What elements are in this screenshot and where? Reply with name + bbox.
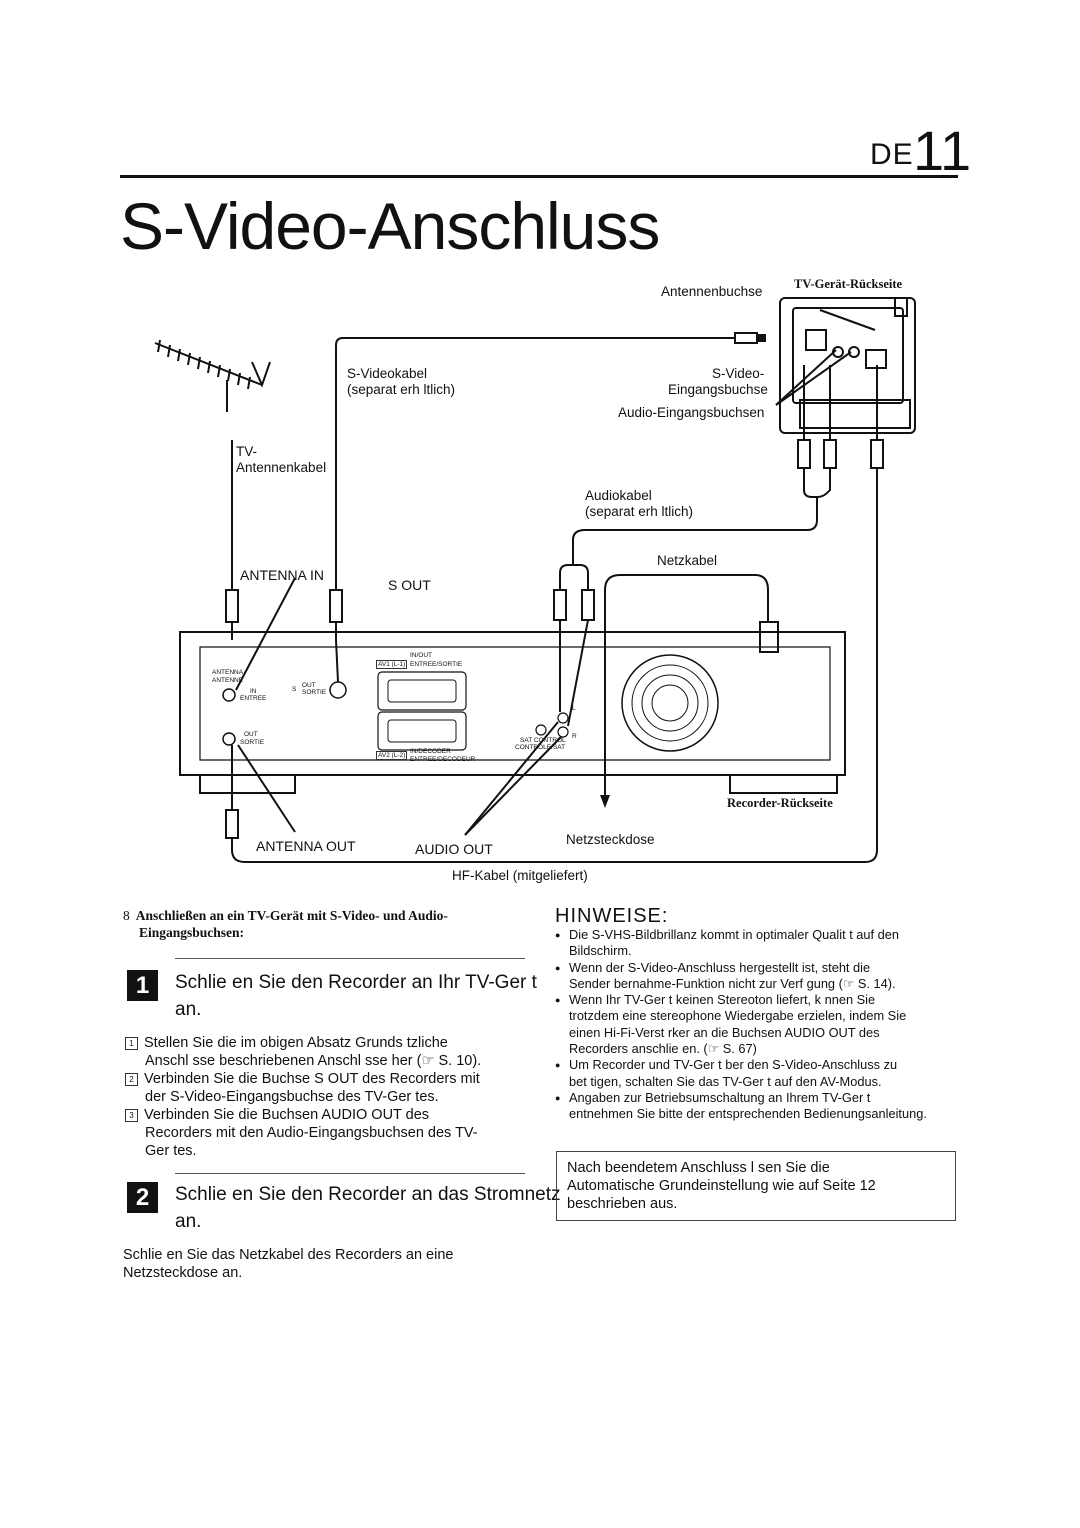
note-item: Die S-VHS-Bildbrillanz kommt in optimale… xyxy=(555,927,965,960)
step2-rule xyxy=(175,1173,525,1174)
note-1-line2: Bildschirm. xyxy=(569,943,632,959)
note-4-line1: Um Recorder und TV-Ger t ber den S-Video… xyxy=(569,1057,898,1073)
step1-rule xyxy=(175,958,525,959)
note-item: Angaben zur Betriebsumschaltung an Ihrem… xyxy=(555,1090,965,1123)
section-number: 8 xyxy=(123,908,130,923)
panel-entree-sortie: ENTREE/SORTIE xyxy=(410,661,463,668)
panel-s-out: OUT xyxy=(302,682,316,689)
label-netzkabel: Netzkabel xyxy=(657,553,718,568)
section-heading: 8 Anschließen an ein TV-Gerät mit S-Video… xyxy=(123,907,533,941)
antenna-icon xyxy=(154,339,271,412)
note-3-line3: einen Hi-Fi-Verst rker an die Buchsen AU… xyxy=(569,1024,880,1040)
note-3-line4: Recorders anschlie en. (☞ S. 67) xyxy=(569,1041,757,1057)
panel-out: OUT xyxy=(244,731,258,738)
info-box-line1: Nach beendetem Anschluss l sen Sie die xyxy=(567,1160,830,1176)
label-audiokabel: Audiokabel xyxy=(585,488,652,503)
step2-title-line1: Schlie en Sie den Recorder an das Stromn… xyxy=(175,1184,561,1205)
panel-controle-sat: CONTROLE/SAT xyxy=(515,744,566,751)
label-antennenbuchse: Antennenbuchse xyxy=(661,284,763,299)
step1-item-2-line1: Verbinden Sie die Buchse S OUT des Recor… xyxy=(144,1071,480,1087)
label-antenna-out: ANTENNA OUT xyxy=(256,838,356,854)
note-3-line2: trotzdem eine stereophone Wiedergabe erz… xyxy=(569,1008,907,1024)
panel-sat-control: SAT CONTROL xyxy=(520,737,566,744)
step1-item-3-line2: Recorders mit den Audio-Eingangsbuchsen … xyxy=(145,1125,478,1141)
label-recorder-rear: Recorder-Rückseite xyxy=(727,796,833,810)
info-box: Nach beendetem Anschluss l sen Sie die A… xyxy=(556,1151,956,1221)
step1-item-3-line1: Verbinden Sie die Buchsen AUDIO OUT des xyxy=(144,1107,430,1123)
recorder-back-icon xyxy=(179,631,846,794)
label-separat-1: (separat erh ltlich) xyxy=(347,382,456,397)
step1-title-line1: Schlie en Sie den Recorder an Ihr TV-Ger… xyxy=(175,972,537,993)
panel-entree: ENTREE xyxy=(240,695,267,702)
panel-s: S xyxy=(292,686,297,693)
language-code: DE xyxy=(870,138,914,171)
step1-item-3-line3: Ger tes. xyxy=(145,1143,197,1159)
step2-body-line1: Schlie en Sie das Netzkabel des Recorder… xyxy=(123,1247,454,1263)
panel-in: IN xyxy=(250,688,257,695)
note-2-line1: Wenn der S-Video-Anschluss hergestellt i… xyxy=(569,959,871,975)
label-hf-kabel: HF-Kabel (mitgeliefert) xyxy=(452,868,588,883)
note-1-line1: Die S-VHS-Bildbrillanz kommt in optimale… xyxy=(569,927,900,942)
panel-antenne: ANTENNE xyxy=(212,677,244,684)
step1-title-line2: an. xyxy=(175,999,202,1020)
step1-item-2-num: 2 xyxy=(125,1072,138,1086)
page-title: S-Video-Anschluss xyxy=(120,189,660,263)
section-heading-line1: Anschließen an ein TV-Gerät mit S-Video-… xyxy=(135,908,448,923)
header-rule xyxy=(120,175,958,178)
info-box-line2: Automatische Grundeinstellung wie auf Se… xyxy=(567,1178,876,1194)
note-item: Um Recorder und TV-Ger t ber den S-Video… xyxy=(555,1057,965,1090)
label-audio-eing: Audio-Eingangsbuchsen xyxy=(618,405,765,420)
note-5-line2: entnehmen Sie bitte der entsprechenden B… xyxy=(569,1106,927,1122)
panel-inout: IN/OUT xyxy=(410,652,433,659)
panel-entree-decodeur: ENTREE/DECODEUR xyxy=(410,756,476,763)
page-number: 11 xyxy=(913,119,972,182)
label-tv-ant-2: Antennenkabel xyxy=(236,460,327,475)
step1-item-2-line2: der S-Video-Eingangsbuchse des TV-Ger te… xyxy=(145,1089,439,1105)
step2-title-line2: an. xyxy=(175,1211,202,1232)
note-3-line1: Wenn Ihr TV-Ger t keinen Stereoton liefe… xyxy=(569,992,876,1008)
panel-sortie: SORTIE xyxy=(240,739,265,746)
info-box-line3: beschrieben aus. xyxy=(567,1196,678,1212)
step1-item-2: 2 Verbinden Sie die Buchse S OUT des Reco… xyxy=(125,1070,480,1106)
label-s-out: S OUT xyxy=(388,577,431,593)
step1-item-3: 3 Verbinden Sie die Buchsen AUDIO OUT des… xyxy=(125,1106,478,1160)
step1-item-1-line1: Stellen Sie die im obigen Absatz Grunds … xyxy=(144,1035,448,1051)
panel-r: R xyxy=(572,733,577,740)
label-audio-out: AUDIO OUT xyxy=(415,841,493,857)
note-5-line1: Angaben zur Betriebsumschaltung an Ihrem… xyxy=(569,1089,871,1105)
step1-item-3-num: 3 xyxy=(125,1108,138,1122)
label-tv-rear: TV-Gerät-Rückseite xyxy=(794,277,903,291)
panel-l: L xyxy=(572,705,576,712)
tv-back-icon xyxy=(779,297,916,434)
label-netzsteckdose: Netzsteckdose xyxy=(566,832,655,847)
label-antenna-in: ANTENNA IN xyxy=(240,567,325,583)
step1-item-1-line2: Anschl sse beschriebenen Anschl sse her … xyxy=(145,1053,482,1069)
panel-av1: AV1 (L-1) xyxy=(376,660,408,669)
step1-badge: 1 xyxy=(127,970,158,1001)
panel-av2: AV2 (L-2) xyxy=(376,751,408,760)
note-4-line2: bet tigen, schalten Sie das TV-Ger t auf… xyxy=(569,1073,882,1089)
notes-list: Die S-VHS-Bildbrillanz kommt in optimale… xyxy=(555,927,965,1123)
step1-item-1: 1 Stellen Sie die im obigen Absatz Grunds… xyxy=(125,1034,481,1070)
note-item: Wenn der S-Video-Anschluss hergestellt i… xyxy=(555,960,965,993)
label-s-video-eing-2: Eingangsbuchse xyxy=(668,382,768,397)
panel-antenna: ANTENNA xyxy=(212,669,244,676)
connection-diagram xyxy=(154,297,916,863)
label-separat-2: (separat erh ltlich) xyxy=(585,504,694,519)
panel-s-sortie: SORTIE xyxy=(302,689,327,696)
notes-title: HINWEISE: xyxy=(555,905,669,927)
step1-item-1-num: 1 xyxy=(125,1036,138,1050)
label-s-video-eing-1: S-Video- xyxy=(712,366,765,381)
label-tv-ant-1: TV- xyxy=(236,444,258,459)
label-s-videokabel: S-Videokabel xyxy=(347,366,428,381)
panel-indecoder: IN/DECODER xyxy=(410,748,451,755)
step2-body-line2: Netzsteckdose an. xyxy=(123,1265,243,1281)
step2-badge: 2 xyxy=(127,1182,158,1213)
note-2-line2: Sender bernahme-Funktion nicht zur Verf … xyxy=(569,975,896,991)
section-heading-line2: Eingangsbuchsen: xyxy=(139,925,245,940)
note-item: Wenn Ihr TV-Ger t keinen Stereoton liefe… xyxy=(555,992,965,1057)
